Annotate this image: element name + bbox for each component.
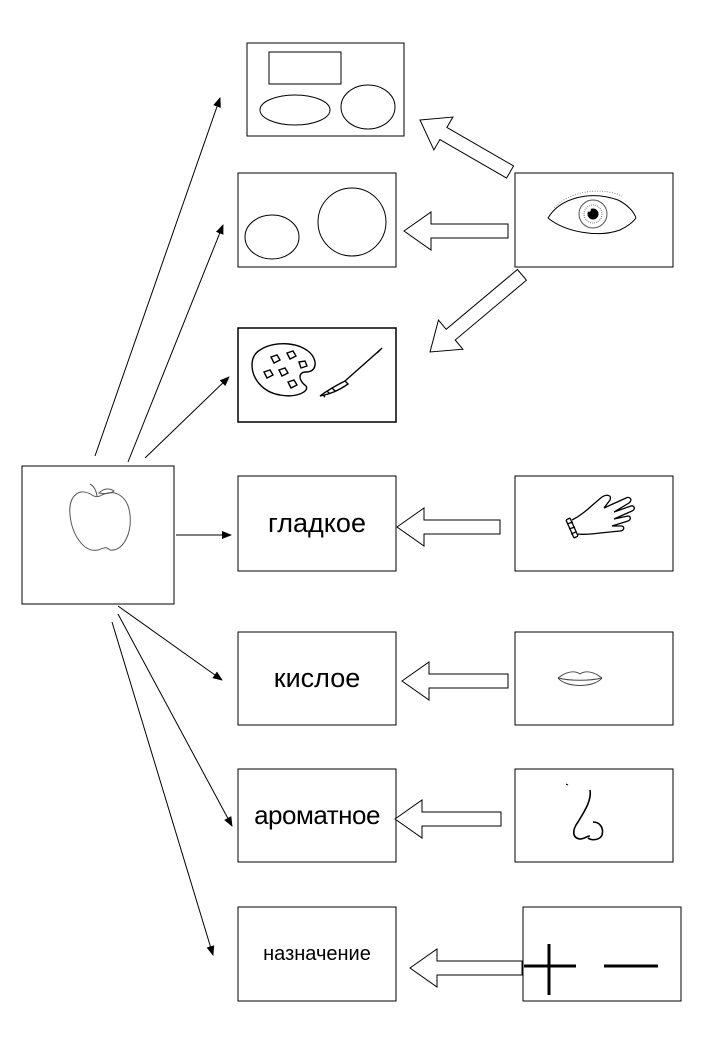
circles-box: [237, 172, 397, 268]
hollow-arrow-calc-to-purpose: [409, 948, 523, 988]
palette-box: [237, 327, 397, 423]
calc-box: [522, 906, 682, 1002]
sense-arrows: [394, 116, 528, 988]
lips-icon: [557, 671, 603, 686]
aromatic-box: [237, 768, 397, 863]
shapes-icon: [259, 51, 396, 130]
shapes-box: [246, 42, 405, 137]
nose-icon: [565, 783, 604, 841]
hollow-arrow-lips-to-sour: [401, 661, 509, 701]
hand-icon: [565, 494, 635, 539]
eye-icon: [547, 190, 637, 235]
hollow-arrow-eye-to-shapes: [419, 116, 515, 179]
palette-brush-icon: [251, 343, 383, 398]
arrow-to-circles: [127, 224, 224, 463]
hollow-arrow-nose-to-aromatic: [394, 799, 502, 839]
lips-box: [514, 631, 674, 726]
arrow-to-sour: [117, 605, 223, 681]
sour-box: [237, 631, 397, 726]
eye-box: [514, 172, 674, 268]
purpose-box: [237, 906, 397, 1002]
apple-box: [21, 465, 175, 605]
arrow-to-aromatic: [117, 613, 233, 827]
arrow-to-shapes: [94, 97, 221, 457]
arrow-to-purpose: [111, 621, 215, 956]
hollow-arrow-eye-to-circles: [403, 211, 509, 251]
apple-arrows: [94, 97, 233, 956]
nose-box: [514, 768, 674, 863]
arrow-to-palette: [144, 376, 230, 459]
hand-box: [514, 475, 674, 572]
hollow-arrow-hand-to-smooth: [396, 507, 501, 547]
plus-minus-icon: [524, 944, 658, 995]
hollow-arrow-eye-to-palette: [429, 268, 528, 353]
circles-icon: [244, 187, 387, 260]
apple-icon: [69, 483, 131, 551]
smooth-box: [237, 475, 397, 572]
